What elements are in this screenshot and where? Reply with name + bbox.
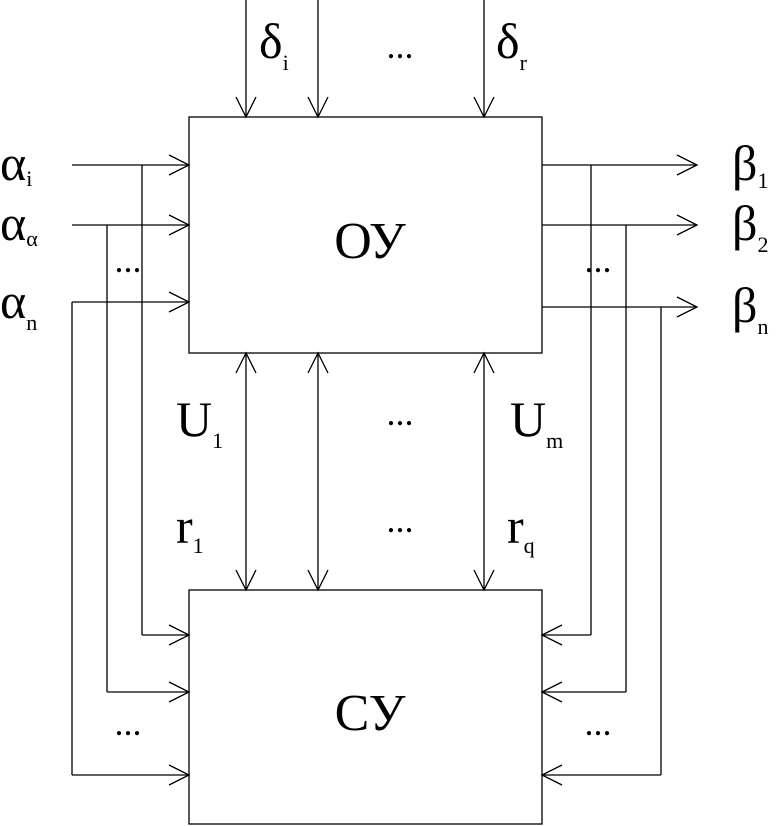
control-unit-box: [188, 589, 543, 825]
control-status-arrows: [235, 351, 495, 592]
r-ellipsis: ...: [387, 500, 414, 540]
alpha-branch-lines: [71, 165, 191, 786]
u-ellipsis: ...: [387, 393, 414, 433]
u-last-label: Um: [510, 391, 563, 453]
beta-ellipsis: ...: [585, 240, 612, 280]
operational-unit-label: ОУ: [334, 213, 406, 270]
alpha-1-label: αi: [0, 135, 32, 191]
beta-output-arrows: [542, 154, 699, 318]
operational-unit-box: [188, 116, 543, 354]
delta-last-label: δr: [496, 13, 528, 75]
beta-n-label: βn: [732, 277, 768, 339]
u-first-label: U1: [176, 391, 223, 453]
alpha-bottom-ellipsis: ...: [115, 703, 142, 743]
beta-bottom-ellipsis: ...: [585, 703, 612, 743]
delta-ellipsis: ...: [387, 26, 414, 66]
alpha-ellipsis: ...: [115, 240, 142, 280]
alpha-n-label: αn: [0, 273, 37, 335]
beta-feedback-lines: [540, 165, 662, 786]
beta-2-label: β2: [732, 195, 768, 257]
alpha-2-label: αα: [0, 195, 38, 251]
control-unit-label: СУ: [335, 685, 406, 742]
alpha-input-arrows: [72, 154, 191, 313]
r-last-label: rq: [507, 498, 535, 558]
delta-input-arrows: [235, 0, 495, 119]
beta-1-label: β1: [732, 135, 768, 193]
delta-first-label: δi: [259, 13, 289, 75]
r-first-label: r1: [176, 498, 204, 558]
